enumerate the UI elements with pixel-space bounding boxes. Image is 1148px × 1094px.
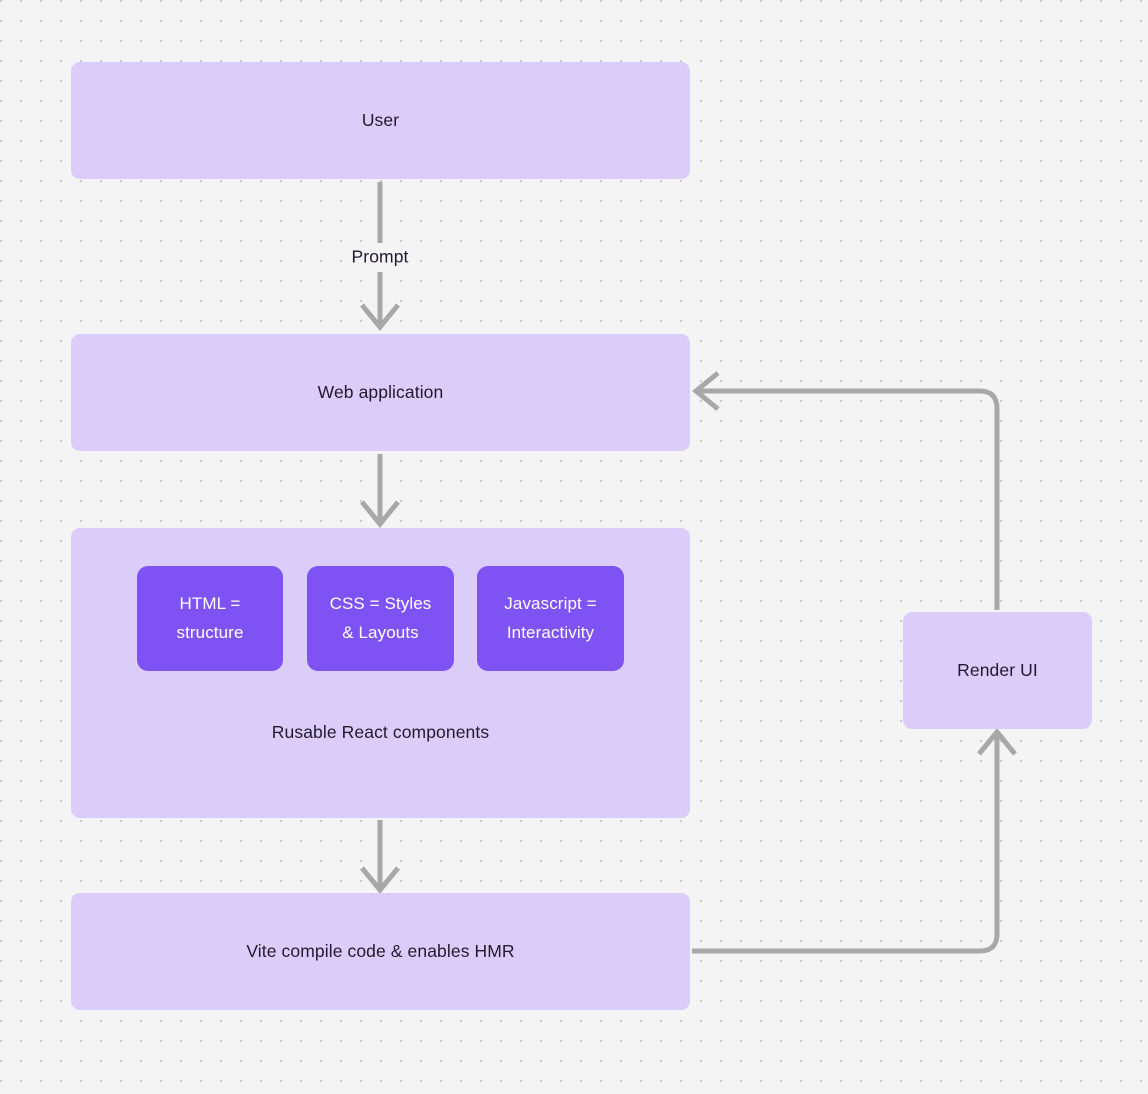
edge-web-to-components-arrowhead <box>360 500 400 528</box>
edge-render-to-web-arrowhead <box>692 371 720 411</box>
edge-render-to-web <box>700 388 1000 610</box>
edge-vite-to-render-arrowhead <box>977 728 1017 756</box>
node-js-block-label: Javascript = Interactivity <box>504 593 597 642</box>
node-js-block[interactable]: Javascript = Interactivity <box>477 566 624 671</box>
node-html-block-label: HTML = structure <box>176 593 244 642</box>
node-vite[interactable]: Vite compile code & enables HMR <box>71 893 690 1010</box>
edge-label-prompt: Prompt <box>345 245 415 269</box>
edge-user-to-web-arrowhead <box>360 303 400 331</box>
node-css-block-label: CSS = Styles & Layouts <box>329 593 432 642</box>
node-vite-label: Vite compile code & enables HMR <box>246 941 515 962</box>
node-web-application-label: Web application <box>317 382 444 403</box>
edge-vite-to-render <box>692 736 1000 954</box>
edge-components-to-vite-arrowhead <box>360 866 400 894</box>
node-user[interactable]: User <box>71 62 690 179</box>
node-web-application[interactable]: Web application <box>71 334 690 451</box>
node-css-block[interactable]: CSS = Styles & Layouts <box>307 566 454 671</box>
node-user-label: User <box>361 110 400 131</box>
node-render-ui-label: Render UI <box>957 660 1038 681</box>
node-render-ui[interactable]: Render UI <box>903 612 1092 729</box>
node-components-group[interactable]: HTML = structure CSS = Styles & Layouts … <box>71 528 690 818</box>
node-components-group-caption: Rusable React components <box>271 722 490 742</box>
node-html-block[interactable]: HTML = structure <box>137 566 283 671</box>
